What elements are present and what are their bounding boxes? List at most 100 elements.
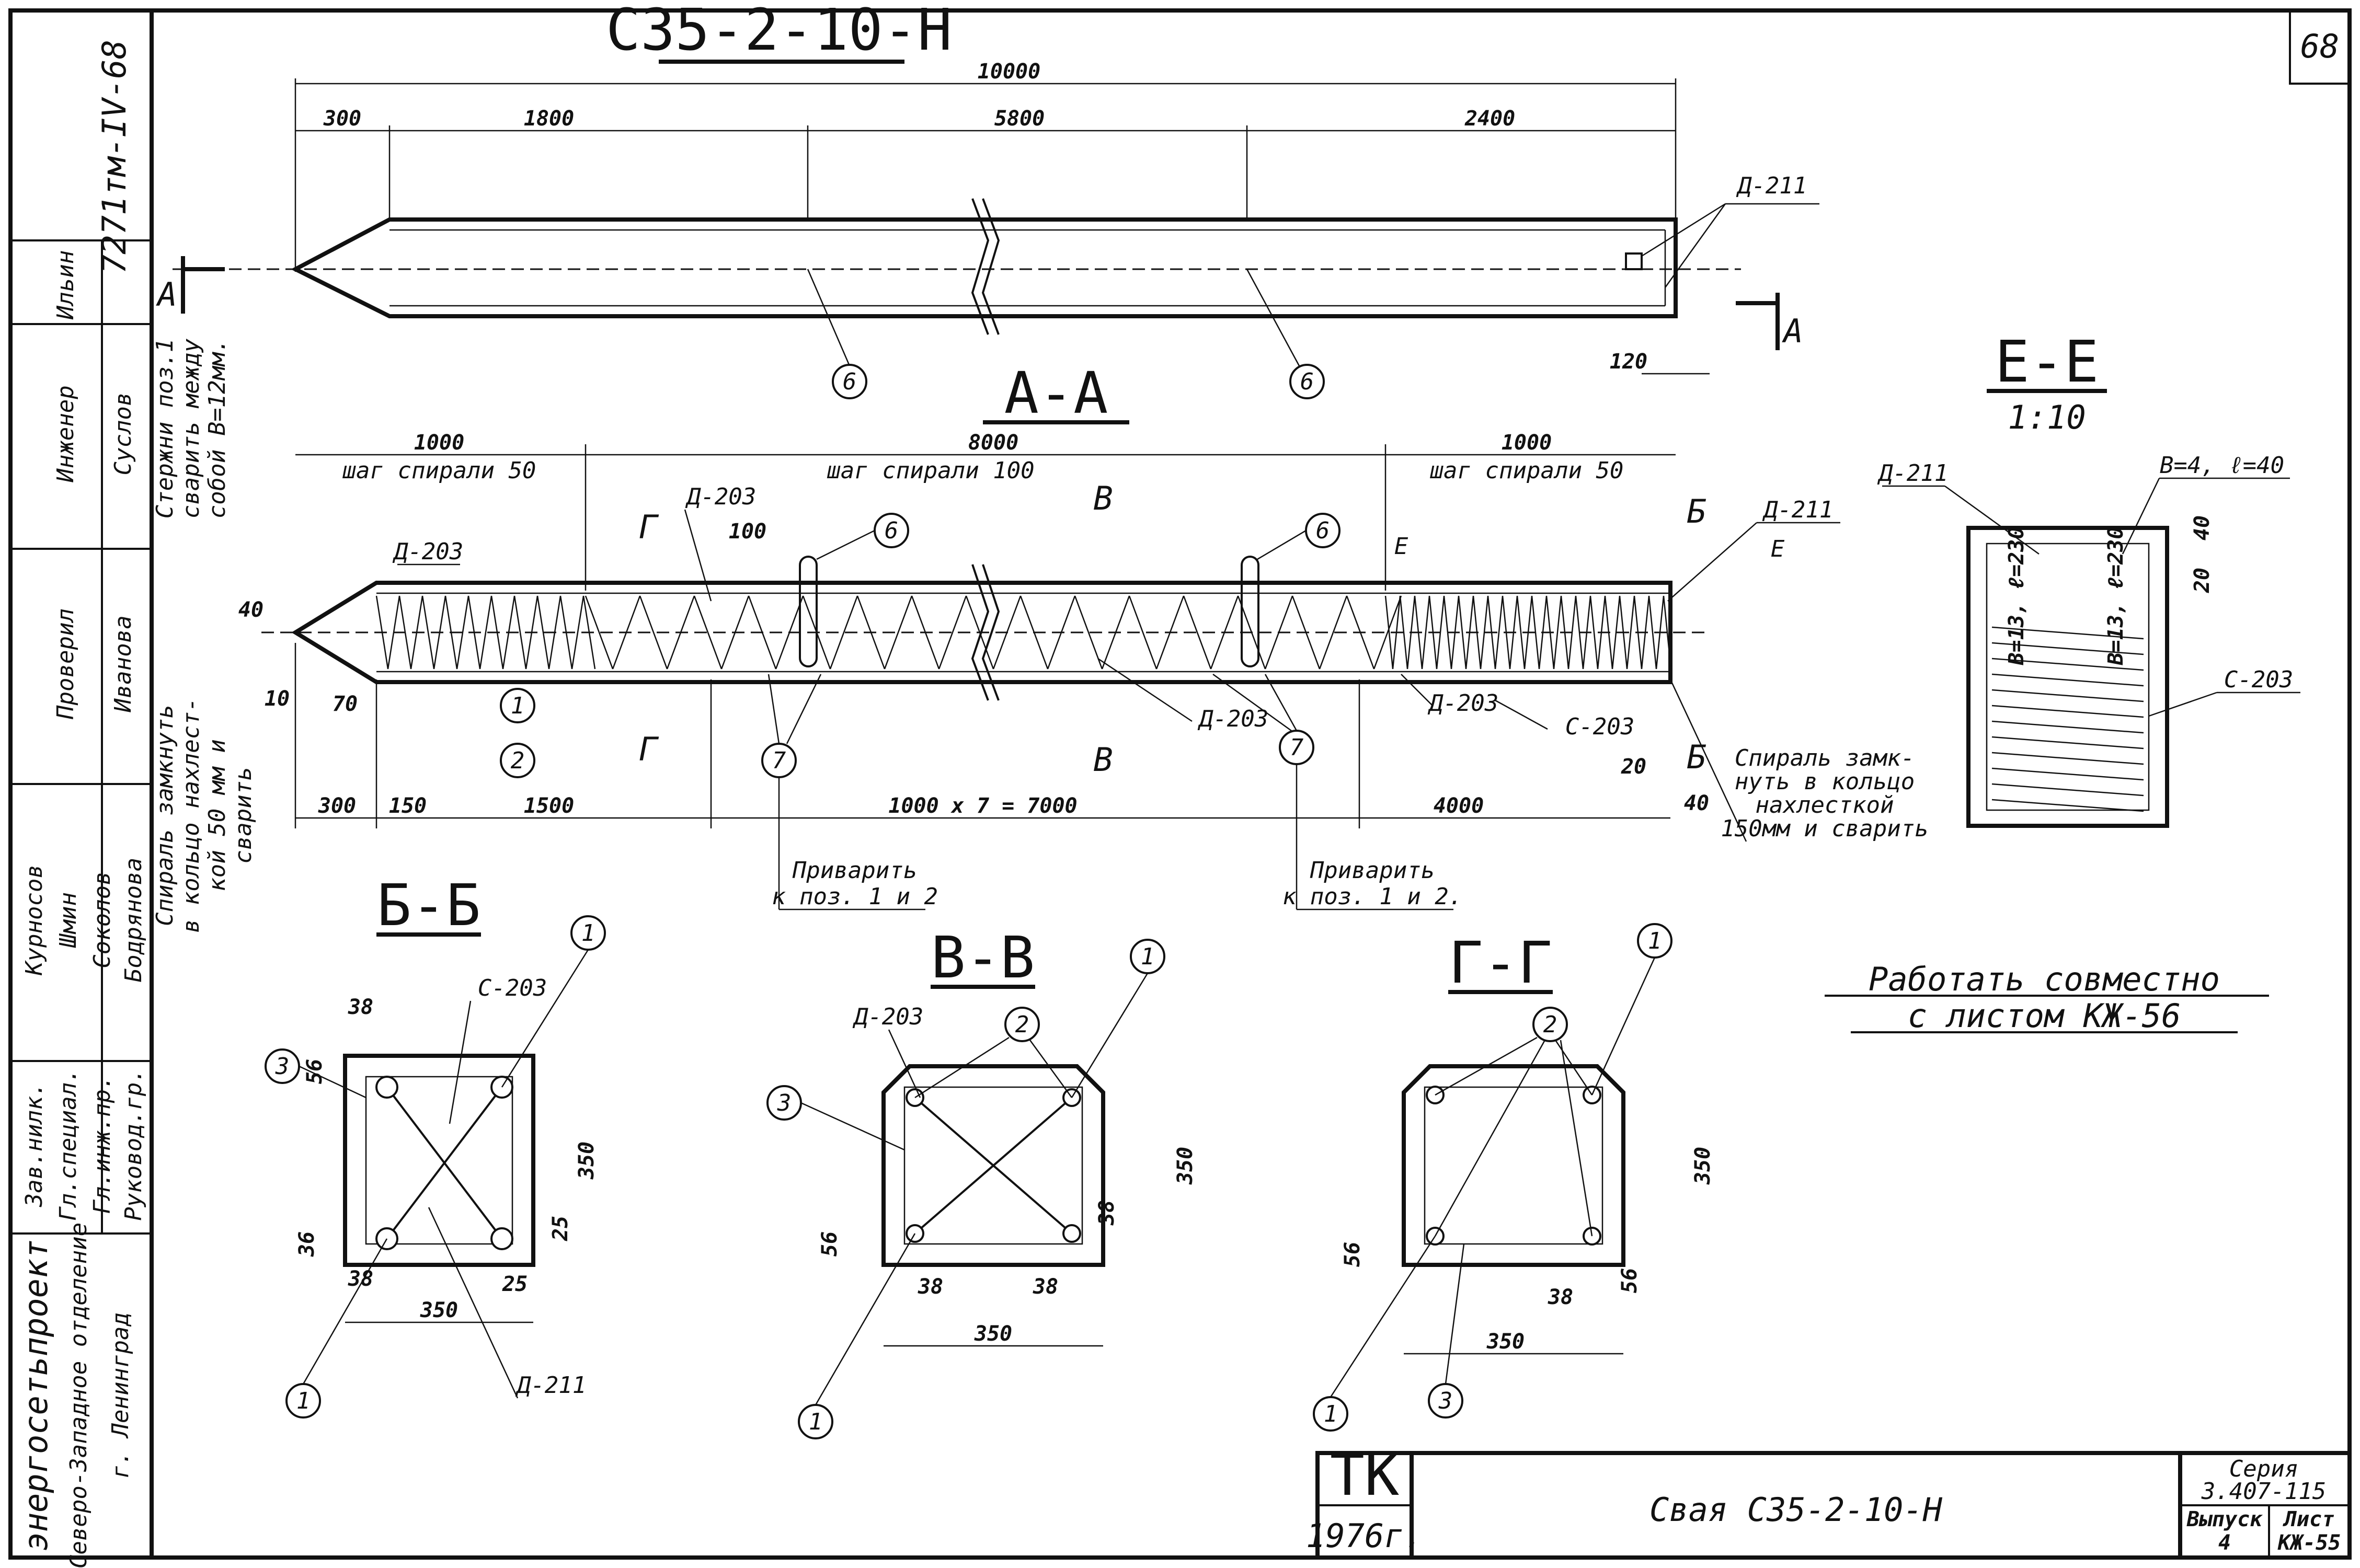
leader (1029, 1040, 1073, 1098)
bb-dim: 38 (348, 995, 373, 1019)
stamp-name: Суслов (110, 393, 136, 476)
dim-small: 10 (265, 687, 290, 711)
label-d203: Д-203 (1427, 690, 1498, 717)
leader (1212, 673, 1292, 732)
leader (1669, 679, 1747, 842)
pitch-label: шаг спирали 50 (1430, 457, 1624, 484)
label-d203: Д-203 (685, 483, 756, 510)
bubble-label: 3 (275, 1053, 290, 1080)
section-letter: Б (1687, 492, 1706, 531)
work-note-line: Работать совместно (1869, 960, 2220, 998)
bubble-label: 1 (1141, 943, 1155, 970)
leader (302, 1238, 388, 1385)
section-scale: 1:10 (2008, 398, 2086, 436)
leader (1071, 973, 1149, 1098)
section-letter: Г (638, 730, 659, 768)
section-marker: А (1781, 312, 1803, 350)
leader (1246, 269, 1300, 366)
dim-seg: 300 (323, 107, 361, 131)
leader (428, 1207, 519, 1399)
stamp-role: Шмин (55, 892, 82, 948)
work-note-line: с листом КЖ-56 (1908, 997, 2181, 1035)
bb-label: Д-211 (515, 1372, 586, 1399)
gg-dim: 56 (1341, 1242, 1365, 1267)
section-vv: В-В 350 56 38 38 38 350 Д-203 2 1 3 1 (766, 924, 1197, 1439)
vv-outline (881, 1064, 1105, 1267)
note-left: Стержни поз.1 (152, 339, 178, 518)
section-letter: Е (1771, 536, 1785, 562)
label-d203: Д-203 (1197, 706, 1268, 732)
tb-tk: ТК (1330, 1442, 1399, 1508)
spiral-path (375, 595, 1672, 670)
section-letter: В (1093, 479, 1113, 517)
section-title: Г-Г (1449, 929, 1553, 996)
section-bb: Б-Б 38 56 350 36 38 25 25 350 С-203 Д-21… (265, 872, 606, 1419)
dim-seg: 2400 (1464, 107, 1515, 131)
title-block: ТК 1976г. Свая С35-2-10-Н Серия 3.407-11… (1306, 1442, 2352, 1560)
section-title: В-В (931, 924, 1035, 991)
bubble-1 (500, 688, 535, 723)
leader (2148, 691, 2217, 717)
leader (1445, 1243, 1465, 1385)
ee-callout: Д-211 (1877, 460, 1948, 487)
org-name: энергосетьпроект (17, 1239, 55, 1551)
weld-note: Приварить (1310, 857, 1435, 884)
dim-small: 100 (729, 520, 766, 544)
dim-seg: 1800 (524, 107, 574, 131)
bubble-label: 2 (511, 747, 525, 774)
bb-label: С-203 (478, 975, 547, 1001)
leader (501, 949, 589, 1088)
leader (1097, 658, 1193, 722)
ee-dim: 20 (2190, 568, 2214, 593)
bubble-label: 2 (1015, 1011, 1029, 1038)
break-mark (971, 198, 990, 335)
leader (1560, 1040, 1593, 1237)
work-note: Работать совместно с листом КЖ-56 (1825, 960, 2269, 1035)
spiral-note: 150мм и сварить (1721, 815, 1928, 842)
stamp-role: Соколов (89, 871, 116, 968)
bubble-label: 6 (885, 517, 899, 544)
dim-bottom: 300 (318, 794, 356, 818)
gg-dim: 350 (1486, 1330, 1525, 1354)
leader (786, 674, 822, 744)
lifting-loop (1241, 556, 1259, 667)
lifting-loop (799, 556, 818, 667)
bubble-label: 2 (1543, 1011, 1557, 1038)
pile-outline (291, 217, 1678, 318)
leader (914, 1036, 1010, 1099)
bb-dim: 25 (502, 1272, 528, 1296)
tb-year: 1976г. (1306, 1517, 1423, 1555)
leader (1434, 1040, 1546, 1237)
note-left: собой В=12мм. (204, 339, 231, 518)
break-mark (981, 564, 1000, 701)
ee-spiral-path (1991, 626, 2144, 812)
note-left: Спираль замкнуть (152, 705, 178, 926)
vv-inner (903, 1086, 1083, 1245)
stamp-role: Курносов (21, 864, 48, 976)
tb-series-label: Серия (2229, 1456, 2298, 1482)
leader (1330, 1236, 1436, 1398)
ee-spiral-hatch (1991, 626, 2144, 812)
leader (816, 529, 875, 560)
section-letter: Г (638, 508, 659, 546)
dim-small: 40 (238, 598, 264, 622)
vv-dim: 38 (1033, 1275, 1058, 1299)
bb-bar (375, 1076, 398, 1099)
bubble-label: 6 (1300, 368, 1314, 395)
break-mark (981, 198, 1000, 335)
section-letter: В (1093, 741, 1113, 779)
tb-sheet-label: Лист (2283, 1507, 2334, 1531)
stamp-role: Гл.специал. (55, 1068, 82, 1220)
leader (800, 1102, 905, 1151)
pile-section-outline (291, 581, 1672, 684)
leader (1664, 203, 1726, 288)
bb-bar (490, 1227, 513, 1250)
tb-sheet: КЖ-55 (2277, 1531, 2341, 1555)
leader (815, 1233, 916, 1405)
bb-inner (365, 1076, 513, 1245)
leader (767, 674, 780, 744)
pitch-label: шаг спирали 100 (827, 457, 1034, 484)
leader (1435, 1036, 1538, 1096)
org-branch: Северо-Западное отделение (65, 1223, 92, 1568)
section-title: Е-Е (1995, 328, 2099, 395)
